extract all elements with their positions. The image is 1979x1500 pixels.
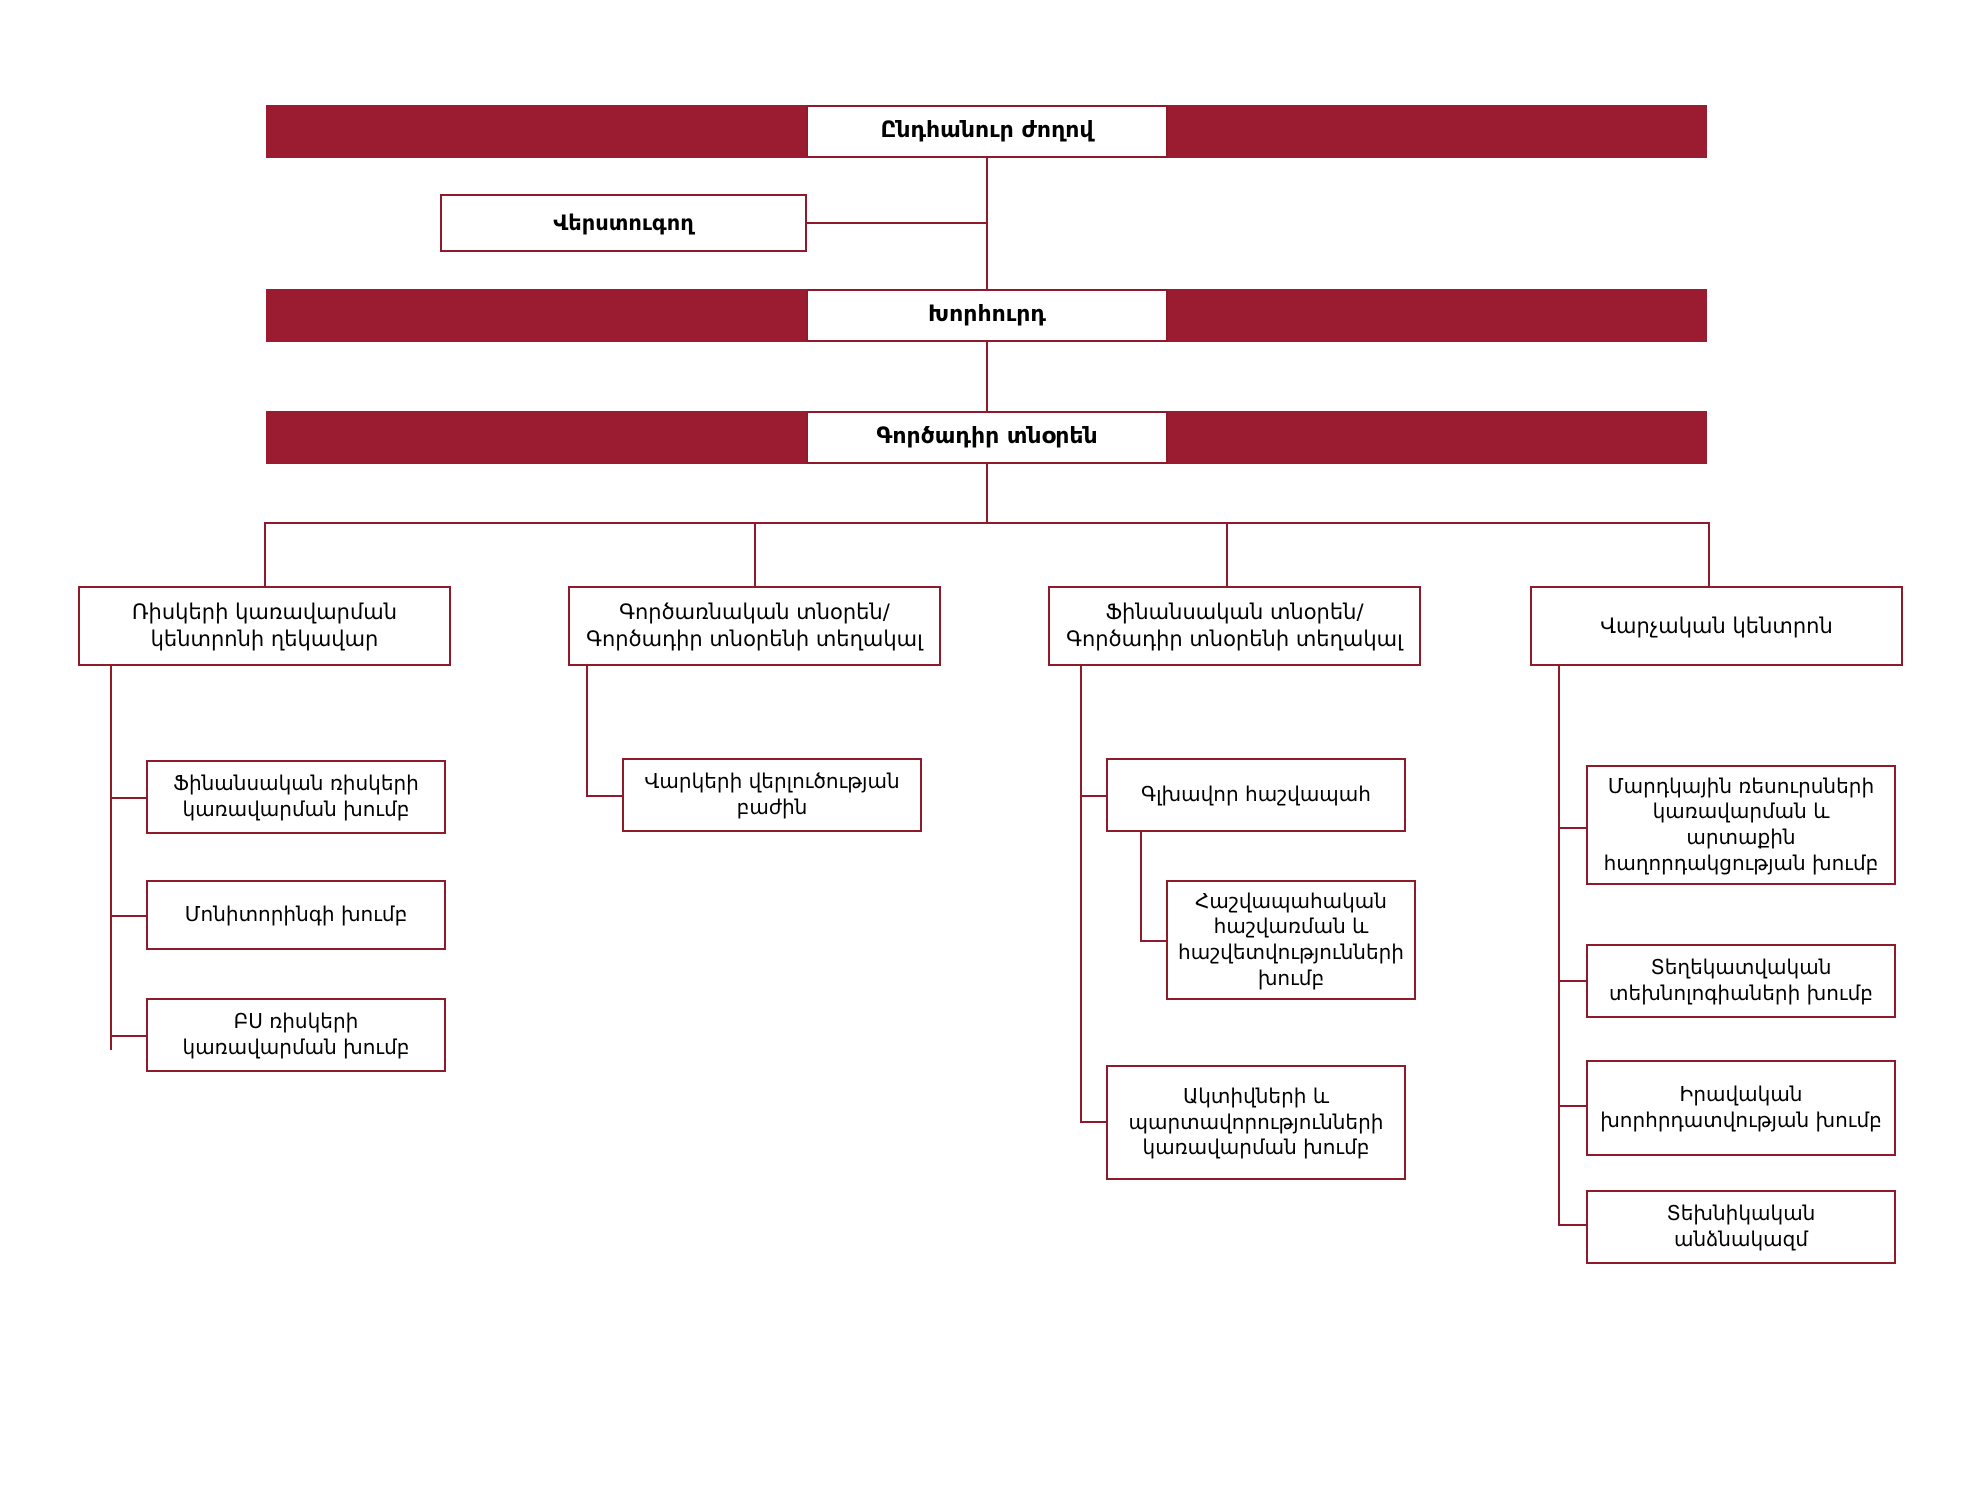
node-information-technology-group[interactable]: Տեղեկատվական տեխնոլոգիաների խումբ xyxy=(1586,944,1896,1018)
node-label: Ռիսկերի կառավարման կենտրոնի ղեկավար xyxy=(131,600,398,651)
banner-bar-council-left xyxy=(266,289,806,342)
node-label: Ֆինանսական ռիսկերի կառավարման խումբ xyxy=(173,771,419,821)
node-label: Վերստուգող xyxy=(553,210,694,235)
node-label: ԲՍ ռիսկերի կառավարման խումբ xyxy=(182,1009,410,1059)
node-label: Ընդհանուր ժողով xyxy=(880,118,1094,144)
connector-col2-spine xyxy=(586,666,588,797)
connector-col2-to-child-1 xyxy=(586,795,622,797)
node-financial-director[interactable]: Ֆինանսական տնօրեն/ Գործադիր տնօրենի տեղա… xyxy=(1048,586,1421,666)
node-auditor[interactable]: Վերստուգող xyxy=(440,194,807,252)
node-loan-analysis-division[interactable]: Վարկերի վերլուծության բաժին xyxy=(622,758,922,832)
node-legal-consulting-group[interactable]: Իրավական խորհրդատվության խումբ xyxy=(1586,1060,1896,1156)
node-label: Ակտիվների և պարտավորությունների կառավարմ… xyxy=(1128,1084,1384,1160)
node-financial-risk-management-group[interactable]: Ֆինանսական ռիսկերի կառավարման խումբ xyxy=(146,760,446,834)
node-label: Իրավական խորհրդատվության խումբ xyxy=(1600,1082,1882,1132)
connector-executive-director-trunk xyxy=(986,464,988,523)
connector-col1-to-child-2 xyxy=(110,915,146,917)
node-label: Վարկերի վերլուծության բաժին xyxy=(644,769,900,819)
node-label: Գլխավոր հաշվապահ xyxy=(1141,782,1371,807)
banner-bar-executive-director-left xyxy=(266,411,806,464)
node-label: Գործադիր տնօրեն xyxy=(876,424,1098,450)
connector-drop-financial xyxy=(1226,522,1228,586)
connector-chief-accountant-spine xyxy=(1140,832,1142,942)
connector-drop-risk-management xyxy=(264,522,266,586)
node-label: Ֆինանսական տնօրեն/ Գործադիր տնօրենի տեղա… xyxy=(1066,600,1403,651)
connector-col3-spine xyxy=(1080,666,1082,1123)
connector-col3-to-child-1 xyxy=(1080,795,1106,797)
connector-col4-to-child-1 xyxy=(1558,827,1586,829)
connector-drop-operations xyxy=(754,522,756,586)
node-council[interactable]: Խորհուրդ xyxy=(806,289,1168,342)
node-label: Տեղեկատվական տեխնոլոգիաների խումբ xyxy=(1609,955,1873,1005)
node-label: Մարդկային ռեսուրսների կառավարման և արտաք… xyxy=(1603,773,1879,875)
connector-col4-to-child-3 xyxy=(1558,1105,1586,1107)
node-assets-and-liabilities-management-group[interactable]: Ակտիվների և պարտավորությունների կառավարմ… xyxy=(1106,1065,1406,1180)
node-label: Գործառնական տնօրեն/ Գործադիր տնօրենի տեղ… xyxy=(586,600,923,651)
node-label: Հաշվապահական հաշվառման և հաշվետվությունն… xyxy=(1178,888,1404,990)
connector-col1-to-child-3 xyxy=(110,1035,146,1037)
connector-auditor-branch xyxy=(806,222,988,224)
node-label: Տեխնիկական անձնակազմ xyxy=(1666,1201,1816,1251)
banner-bar-council-right xyxy=(1168,289,1707,342)
node-chief-accountant[interactable]: Գլխավոր հաշվապահ xyxy=(1106,758,1406,832)
banner-bar-general-assembly-right xyxy=(1168,105,1707,158)
banner-bar-executive-director-right xyxy=(1168,411,1707,464)
connector-council-to-executive-director xyxy=(986,342,988,411)
node-risk-management-center-head[interactable]: Ռիսկերի կառավարման կենտրոնի ղեկավար xyxy=(78,586,451,666)
node-administrative-center[interactable]: Վարչական կենտրոն xyxy=(1530,586,1903,666)
connector-level1-bus xyxy=(264,522,1709,524)
node-label: Մոնիտորինգի խումբ xyxy=(184,902,408,927)
connector-col4-to-child-2 xyxy=(1558,980,1586,982)
connector-col4-spine xyxy=(1558,666,1560,1226)
connector-col3-to-child-3 xyxy=(1080,1121,1106,1123)
node-general-assembly[interactable]: Ընդհանուր ժողով xyxy=(806,105,1168,158)
node-monitoring-group[interactable]: Մոնիտորինգի խումբ xyxy=(146,880,446,950)
connector-drop-administrative xyxy=(1708,522,1710,586)
connector-chief-accountant-to-child xyxy=(1140,940,1166,942)
node-operations-director[interactable]: Գործառնական տնօրեն/ Գործադիր տնօրենի տեղ… xyxy=(568,586,941,666)
node-accounting-and-reporting-group[interactable]: Հաշվապահական հաշվառման և հաշվետվությունն… xyxy=(1166,880,1416,1000)
node-technical-staff[interactable]: Տեխնիկական անձնակազմ xyxy=(1586,1190,1896,1264)
node-bs-risk-management-group[interactable]: ԲՍ ռիսկերի կառավարման խումբ xyxy=(146,998,446,1072)
node-label: Վարչական կենտրոն xyxy=(1600,613,1833,638)
connector-col1-spine xyxy=(110,666,112,1050)
node-executive-director[interactable]: Գործադիր տնօրեն xyxy=(806,411,1168,464)
node-hr-and-external-communications-group[interactable]: Մարդկային ռեսուրսների կառավարման և արտաք… xyxy=(1586,765,1896,885)
connector-col4-to-child-4 xyxy=(1558,1224,1586,1226)
banner-bar-general-assembly-left xyxy=(266,105,806,158)
node-label: Խորհուրդ xyxy=(928,302,1046,328)
connector-col1-to-child-1 xyxy=(110,797,146,799)
